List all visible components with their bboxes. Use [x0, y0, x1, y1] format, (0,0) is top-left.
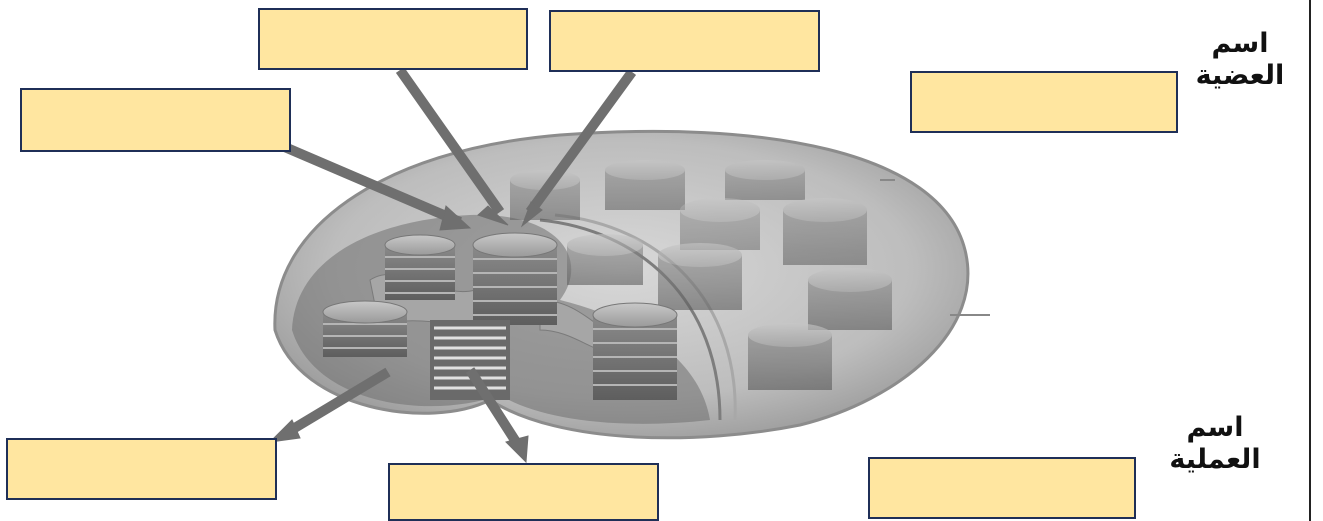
answer-box-bottom-left[interactable]: [6, 438, 277, 500]
process-name-label: اسم العملية: [1169, 412, 1261, 475]
answer-box-top-left-upper[interactable]: [258, 8, 528, 70]
pointer-arrowhead: [505, 435, 529, 464]
answer-box-top-left[interactable]: [20, 88, 291, 152]
granum-stack: [472, 232, 558, 325]
pointer-arrow: [395, 67, 505, 215]
granum-stack: [748, 323, 832, 390]
pointer-arrowhead: [477, 205, 509, 226]
pointer-arrowhead: [439, 205, 472, 231]
pointer-arrow: [285, 367, 391, 437]
pointer-arrowhead: [520, 201, 543, 228]
pointer-arrow: [278, 140, 462, 227]
pointer-arrowhead: [268, 419, 301, 443]
answer-box-bottom-center[interactable]: [388, 463, 659, 521]
granum-stack: [567, 234, 643, 285]
granum-stack: [592, 302, 678, 400]
granum-stack: [322, 300, 408, 357]
granum-stack: [783, 198, 867, 265]
answer-box-organelle[interactable]: [910, 71, 1178, 133]
granum-stack: [725, 160, 805, 200]
answer-box-top-center[interactable]: [549, 10, 820, 72]
granum-stack: [808, 268, 892, 330]
pointer-arrow: [525, 69, 637, 215]
thylakoid-cross-section: [430, 320, 510, 400]
granum-stack: [680, 198, 760, 250]
answer-box-process[interactable]: [868, 457, 1136, 519]
page-border: [1309, 0, 1311, 521]
granum-stack: [658, 243, 742, 310]
pointer-arrow: [465, 367, 523, 448]
granum-stack: [384, 234, 456, 300]
organelle-name-label: اسم العضية: [1195, 28, 1285, 91]
granum-stack: [605, 160, 685, 210]
